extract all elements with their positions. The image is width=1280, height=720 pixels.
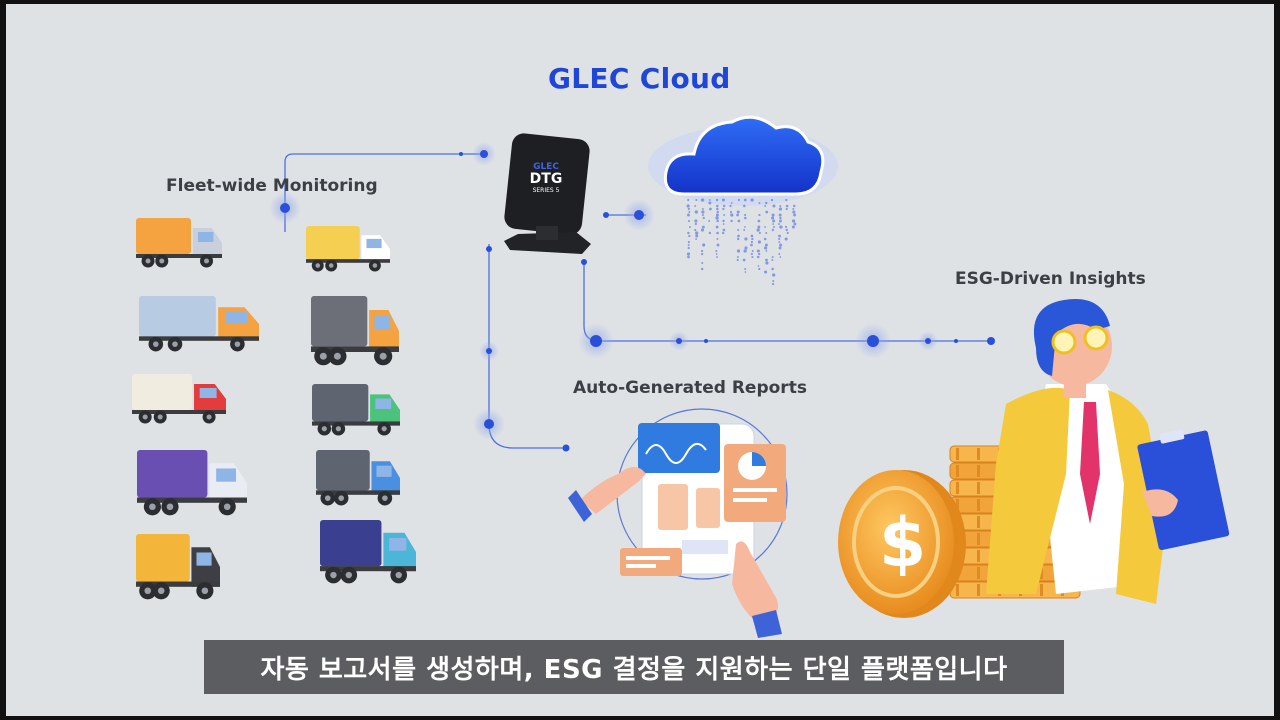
device-model: DTG: [529, 171, 563, 187]
auto-reports-label: Auto-Generated Reports: [573, 378, 807, 398]
connector-nodes: [269, 142, 995, 452]
truck-icon: [320, 520, 416, 584]
dtg-device-icon: [504, 133, 591, 254]
fleet-monitoring-label: Fleet-wide Monitoring: [166, 176, 378, 196]
device-series: SERIES 5: [532, 187, 560, 194]
dtg-device-screen: GLEC DTG SERIES 5: [518, 162, 574, 195]
truck-fleet: [132, 218, 416, 600]
cloud-icon: [648, 115, 838, 286]
diagram-title: GLEC Cloud: [548, 62, 731, 95]
truck-icon: [136, 534, 220, 600]
truck-icon: [139, 296, 259, 352]
truck-icon: [312, 384, 400, 436]
truck-icon: [306, 226, 390, 272]
subtitle-caption: 자동 보고서를 생성하며, ESG 결정을 지원하는 단일 플랫폼입니다: [204, 640, 1064, 694]
diagram-canvas: $ GLEC Cloud Fleet-wide Monitoring Auto-…: [6, 4, 1274, 716]
report-dashboard-icon: [568, 408, 788, 638]
analyst-person-icon: [986, 299, 1230, 604]
device-brand: GLEC: [533, 162, 559, 172]
truck-icon: [132, 374, 226, 424]
truck-icon: [311, 296, 399, 366]
truck-icon: [136, 218, 222, 268]
svg-text:$: $: [879, 504, 926, 583]
diagram-graphics: $: [132, 115, 1230, 638]
esg-insights-label: ESG-Driven Insights: [955, 269, 1146, 289]
truck-icon: [137, 450, 247, 516]
data-rain: [686, 198, 797, 286]
truck-icon: [316, 450, 400, 506]
